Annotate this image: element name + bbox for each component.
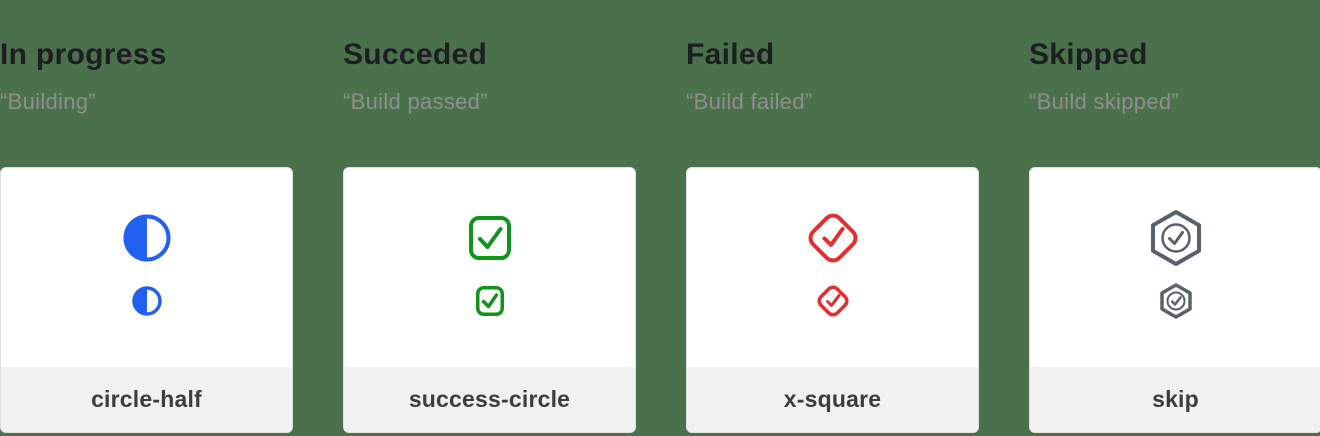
x-square-icon-small [687,283,978,319]
skip-icon-small [1030,283,1320,319]
status-message: “Build failed” [686,89,813,114]
icon-name-label: circle-half [1,367,292,432]
icon-card: x-square [686,167,979,433]
column-succeded: Succeded “Build passed” success-circle [343,0,636,433]
icon-card: circle-half [0,167,293,433]
status-title: Skipped [1029,38,1148,71]
icon-name-label: x-square [687,367,978,432]
column-in-progress: In progress “Building” circle-half [0,0,293,433]
icon-card: skip [1029,167,1320,433]
column-failed: Failed “Build failed” x-square [686,0,979,433]
circle-half-icon-large [1,210,292,266]
x-square-icon-large [687,210,978,266]
circle-half-icon-small [1,283,292,319]
success-circle-icon-small [344,283,635,319]
icon-name-label: success-circle [344,367,635,432]
status-title: Succeded [343,38,488,71]
status-message: “Build skipped” [1029,89,1180,114]
status-title: In progress [0,38,167,71]
icon-card: success-circle [343,167,636,433]
status-title: Failed [686,38,775,71]
success-circle-icon-large [344,210,635,266]
status-message: “Build passed” [343,89,488,114]
status-message: “Building” [0,89,96,114]
skip-icon-large [1030,210,1320,266]
column-skipped: Skipped “Build skipped” skip [1029,0,1320,433]
icon-name-label: skip [1030,367,1320,432]
